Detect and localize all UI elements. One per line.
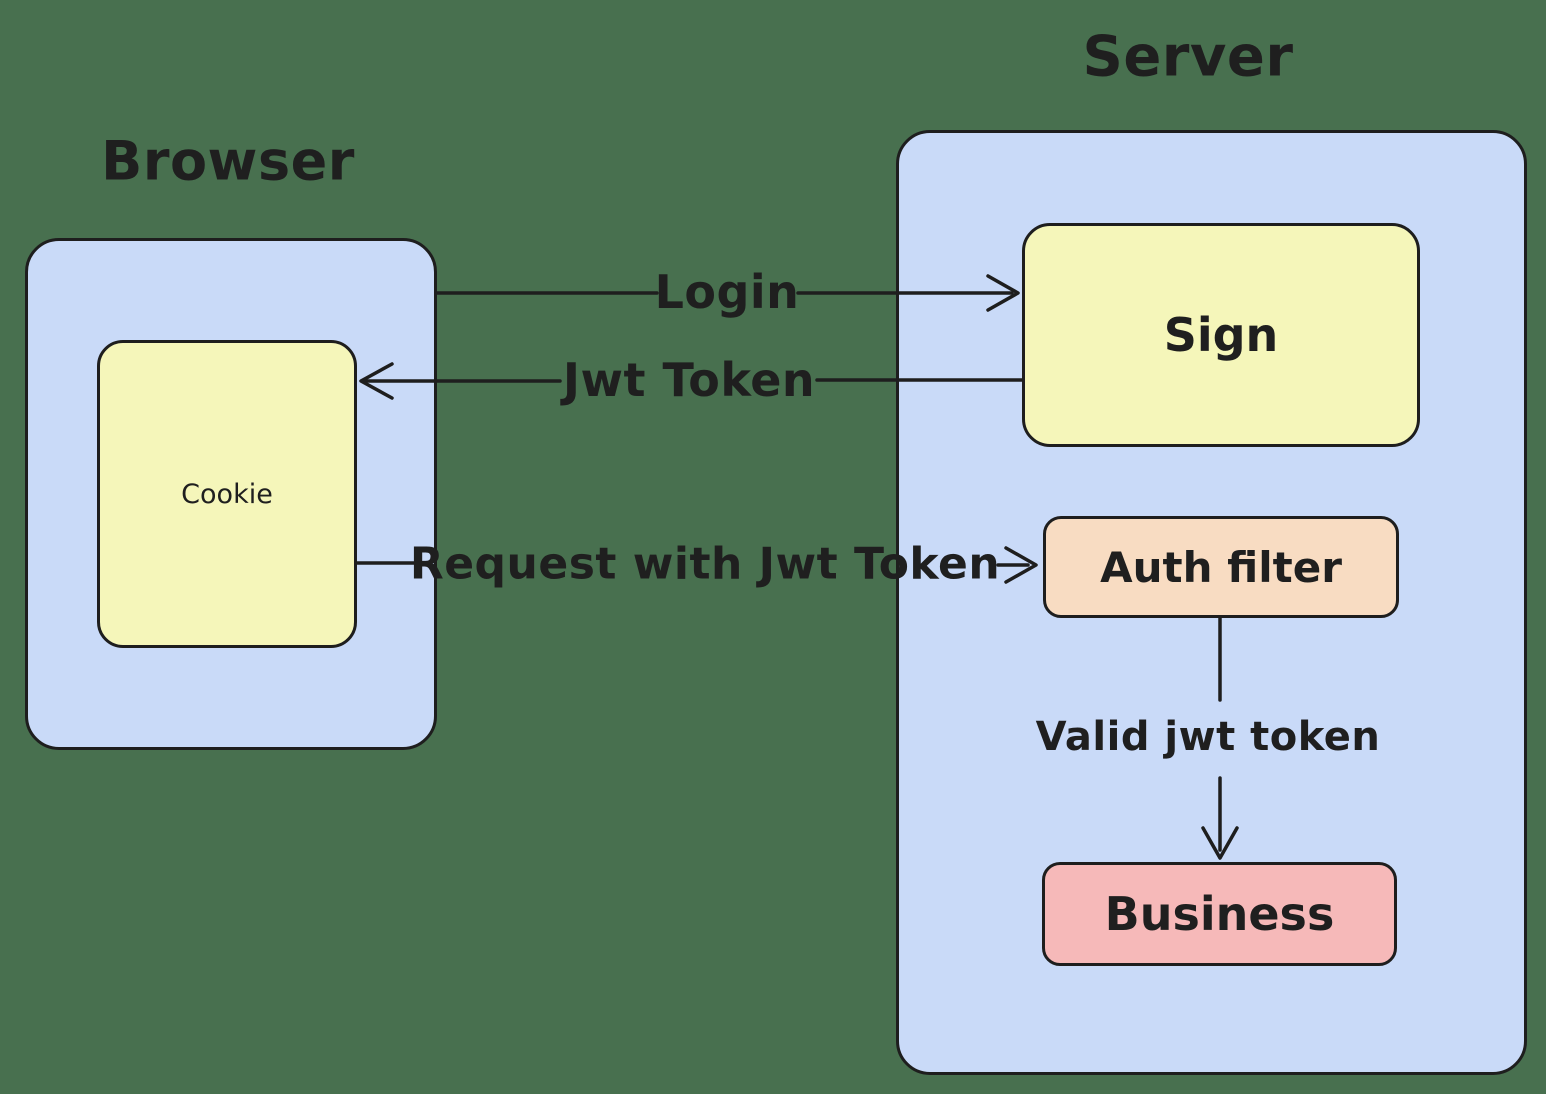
auth-filter-node: Auth filter (1043, 516, 1399, 618)
server-title: Server (1082, 24, 1294, 90)
cookie-node-label: Cookie (181, 478, 273, 510)
jwt-token-edge-label: Jwt Token (562, 353, 816, 407)
request-jwt-edge-label: Request with Jwt Token (409, 538, 1001, 590)
sign-node-label: Sign (1163, 308, 1279, 362)
browser-title: Browser (101, 129, 355, 193)
cookie-node: Cookie (97, 340, 357, 648)
sign-node: Sign (1022, 223, 1420, 447)
business-node: Business (1042, 862, 1397, 966)
auth-filter-node-label: Auth filter (1100, 542, 1342, 592)
login-edge-label: Login (654, 265, 800, 319)
valid-jwt-edge-label: Valid jwt token (1035, 714, 1381, 760)
business-node-label: Business (1104, 887, 1335, 941)
